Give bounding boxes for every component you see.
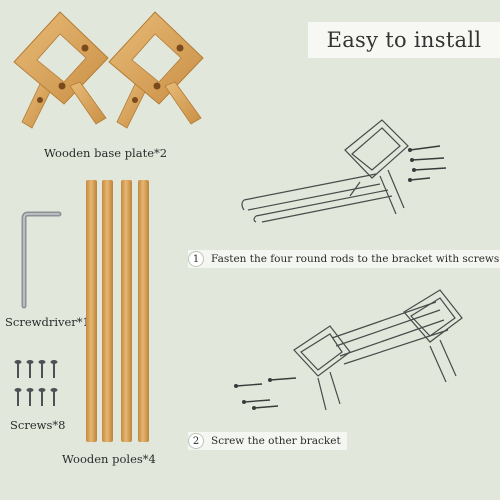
step-1: 1 Fasten the four round rods to the brac…: [188, 250, 500, 268]
screws-label: Screws*8: [10, 418, 66, 432]
step-2-text: Screw the other bracket: [211, 435, 341, 447]
screwdriver-label: Screwdriver*1: [5, 315, 90, 329]
banner-title: Easy to install: [326, 28, 482, 52]
wooden-poles-label: Wooden poles*4: [62, 452, 156, 466]
step-1-number: 1: [188, 251, 204, 267]
step-1-text: Fasten the four round rods to the bracke…: [211, 253, 500, 265]
title-banner: Easy to install: [308, 22, 500, 58]
base-plate-label: Wooden base plate*2: [44, 146, 168, 160]
step-2: 2 Screw the other bracket: [188, 432, 347, 450]
step-2-number: 2: [188, 433, 204, 449]
